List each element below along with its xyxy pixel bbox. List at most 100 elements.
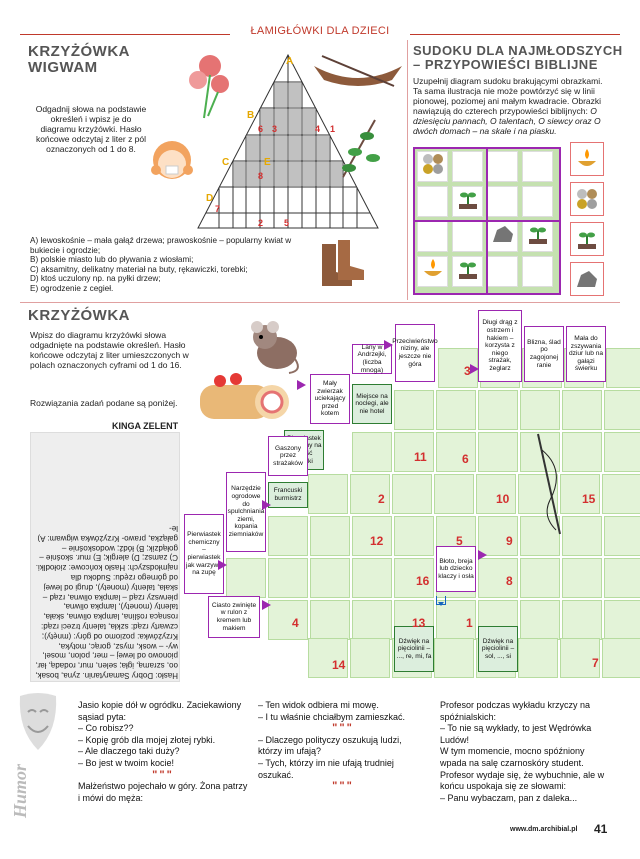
crossword-cell[interactable] [226,558,266,598]
crossword-cell[interactable] [476,474,516,514]
answers-text: Hasło: Dobry Samarytanin. zyna, bosak, o… [35,524,178,680]
legend-lamp-icon [570,142,604,176]
crossword-cell[interactable] [310,558,350,598]
crossword-cell[interactable] [394,516,434,556]
krzyzowka-title: KRZYŻÓWKA [28,307,130,324]
crossword-cell[interactable] [604,390,640,430]
legend-plant-icon [570,222,604,256]
coins-icon [421,152,445,181]
crossword-cell[interactable] [562,390,602,430]
sudoku-cell[interactable] [417,186,448,217]
crossword-number: 14 [332,658,346,672]
crossword-cell[interactable] [604,558,640,598]
wigwam-num-2: 2 [258,218,264,228]
crossword-cell[interactable] [352,516,392,556]
rock-icon [491,222,515,251]
wigwam-intro: Odgadnij słowa na podstawie określeń i w… [35,104,147,154]
crossword-cell[interactable] [352,558,392,598]
crossword-cell[interactable] [520,600,560,640]
sudoku-cell[interactable] [417,221,448,252]
crossword-cell[interactable] [392,474,432,514]
sudoku-cell[interactable] [452,151,483,182]
crossword-cell[interactable] [520,390,560,430]
footer-url[interactable]: www.dm.archibial.pl [510,826,578,833]
crossword-cell[interactable] [436,600,476,640]
swiss-roll-icon [200,373,289,419]
sneezing-girl-icon [151,141,193,179]
arrow-right-icon [470,364,479,374]
sudoku-cell[interactable] [487,151,518,182]
crossword-cell[interactable] [604,516,640,556]
crossword-cell[interactable] [602,474,640,514]
crossword-cell[interactable] [268,600,308,640]
sudoku-cell [417,151,448,182]
crossword-cell[interactable] [434,474,474,514]
crossword-number: 11 [414,450,427,464]
sudoku-cell [452,256,483,287]
crossword-clue: Pierwiastek chemiczny – pierwiastek jak … [184,514,224,594]
crossword-cell[interactable] [520,516,560,556]
crossword-cell[interactable] [310,516,350,556]
humor-column-1: Jasio kopie dół w ogródku. Zaciekawiony … [78,700,248,803]
theatre-mask-icon [19,693,57,750]
sudoku-cell[interactable] [522,151,553,182]
crossword-clue: Gaszony przez strażaków [268,436,308,476]
sudoku-cell[interactable] [487,256,518,287]
crossword-cell[interactable] [520,558,560,598]
crossword-number: 12 [370,534,384,548]
crossword-cell[interactable] [308,638,348,678]
crossword-cell[interactable] [518,638,558,678]
crossword-clue: Francuski burmistrz [268,482,308,508]
crossword-cell[interactable] [308,474,348,514]
wigwam-num-5: 5 [284,218,290,228]
crossword-number: 4 [292,616,299,630]
crossword-cell[interactable] [352,432,392,472]
wigwam-title: KRZYŻÓWKA WIGWAM [28,43,130,76]
sudoku-cell[interactable] [487,186,518,217]
crossword-cell[interactable] [394,432,434,472]
crossword-cell[interactable] [310,600,350,640]
crossword-cell[interactable] [604,432,640,472]
crossword-cell[interactable] [604,600,640,640]
crossword-clue: Mały zwierzak uciekający przed kotem [310,374,350,424]
crossword-cell[interactable] [478,390,518,430]
crossword-cell[interactable] [352,600,392,640]
crossword-cell[interactable] [562,558,602,598]
crossword-number: 13 [412,616,426,630]
crossword-cell[interactable] [560,474,600,514]
crossword-cell[interactable] [268,516,308,556]
crossword-cell[interactable] [562,600,602,640]
crossword-cell[interactable] [394,558,434,598]
crossword-cell[interactable] [562,516,602,556]
crossword-cell[interactable] [606,348,640,388]
crossword-cell[interactable] [394,390,434,430]
crossword-cell[interactable] [436,390,476,430]
wigwam-triangle-grid [197,53,379,229]
crossword-cell[interactable] [478,432,518,472]
humor-label: Humor [10,763,30,818]
crossword-cell[interactable] [434,638,474,678]
crossword-cell[interactable] [436,432,476,472]
crossword-cell[interactable] [560,638,600,678]
sudoku-cell[interactable] [522,256,553,287]
sudoku-cell[interactable] [522,186,553,217]
crossword-cell[interactable] [478,516,518,556]
arrow-right-icon [384,340,393,350]
crossword-cell[interactable] [562,432,602,472]
crossword-number: 6 [462,452,469,466]
crossword-cell[interactable] [268,558,308,598]
section-divider [20,302,620,303]
wigwam-letter-a: A [286,56,294,67]
crossword-cell[interactable] [478,558,518,598]
crossword-cell[interactable] [350,638,390,678]
crossword-number: 10 [496,492,510,506]
header-rule-right [410,34,620,35]
wigwam-num-3: 3 [272,124,278,134]
crossword-clue: Ciasto zwinięte w rulon z kremem lub mak… [208,596,260,638]
arrow-right-icon [262,500,271,510]
plant-icon [526,222,550,251]
wigwam-letter-e: E [264,157,271,168]
sudoku-cell[interactable] [452,221,483,252]
crossword-cell[interactable] [350,474,390,514]
crossword-cell[interactable] [602,638,640,678]
